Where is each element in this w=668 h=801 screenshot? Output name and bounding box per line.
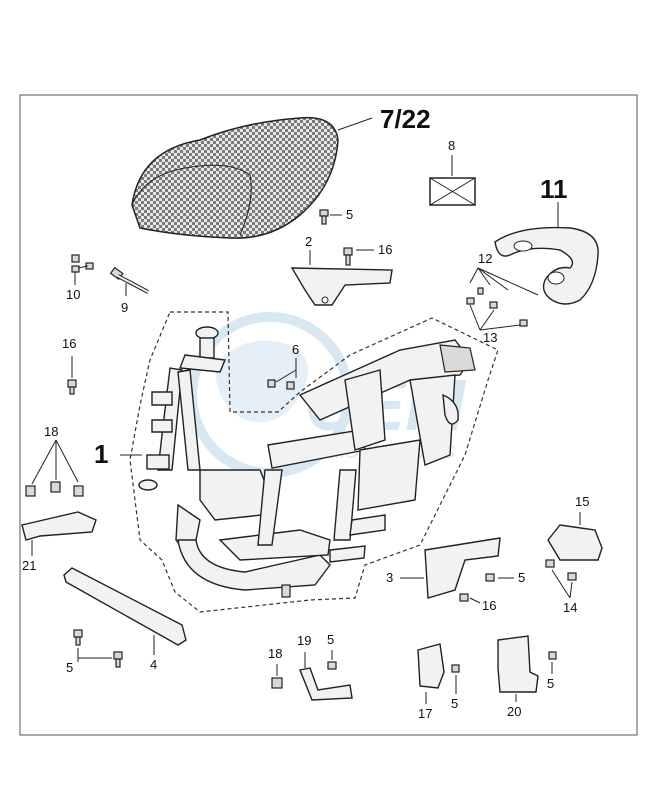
label-17: 17 — [418, 706, 432, 721]
bracket-part-15 — [547, 524, 603, 561]
label-8: 8 — [448, 138, 455, 153]
screw-part-6 — [267, 379, 295, 390]
label-16-top: 16 — [378, 242, 392, 257]
label-5-top: 5 — [346, 207, 353, 222]
frame-group-outline — [129, 311, 499, 613]
clip-set-18 — [25, 481, 84, 497]
label-4: 4 — [150, 657, 157, 672]
label-14: 14 — [563, 600, 577, 615]
label-19: 19 — [297, 633, 311, 648]
label-16-left: 16 — [62, 336, 76, 351]
screw-part-20 — [548, 651, 557, 660]
label-15: 15 — [575, 494, 589, 509]
screw-part-17 — [451, 664, 460, 673]
rail-part-4 — [63, 567, 187, 646]
nut-part — [71, 254, 94, 273]
label-2: 2 — [305, 234, 312, 249]
label-5-center: 5 — [327, 632, 334, 647]
label-18-left: 18 — [44, 424, 58, 439]
label-18-bottom: 18 — [268, 646, 282, 661]
bracket-part-2 — [290, 267, 393, 306]
label-1: 1 — [94, 439, 108, 469]
bolt-set-3 — [459, 573, 495, 602]
side-panel-3 — [424, 537, 501, 599]
label-21: 21 — [22, 558, 36, 573]
side-plate-21 — [21, 511, 97, 541]
clip-part-18 — [271, 677, 283, 689]
label-16-right: 16 — [482, 598, 496, 613]
label-13: 13 — [483, 330, 497, 345]
label-10: 10 — [66, 287, 80, 302]
bolt-part — [343, 247, 353, 266]
label-6: 6 — [292, 342, 299, 357]
plate-part-17 — [417, 643, 445, 689]
bracket-part-19 — [299, 667, 353, 701]
label-20: 20 — [507, 704, 521, 719]
label-5-left: 5 — [66, 660, 73, 675]
seat-part — [131, 116, 339, 239]
main-frame-part — [138, 326, 476, 598]
bolt-pair-5 — [73, 629, 123, 668]
label-5-right: 5 — [518, 570, 525, 585]
grab-handle-part — [494, 226, 599, 305]
label-9: 9 — [121, 300, 128, 315]
screw-set-14 — [545, 559, 577, 581]
label-11: 11 — [540, 174, 568, 204]
long-bolt-part — [109, 266, 149, 294]
label-5-far-right: 5 — [547, 676, 554, 691]
label-12: 12 — [478, 251, 492, 266]
label-5-mid: 5 — [451, 696, 458, 711]
bolt-set-13 — [466, 287, 528, 327]
label-7-22: 7/22 — [380, 104, 431, 134]
panel-part-20 — [497, 635, 539, 693]
screw-part-19 — [327, 661, 337, 670]
label-3: 3 — [386, 570, 393, 585]
screw-part — [319, 209, 329, 225]
screw-part-16 — [67, 379, 77, 395]
